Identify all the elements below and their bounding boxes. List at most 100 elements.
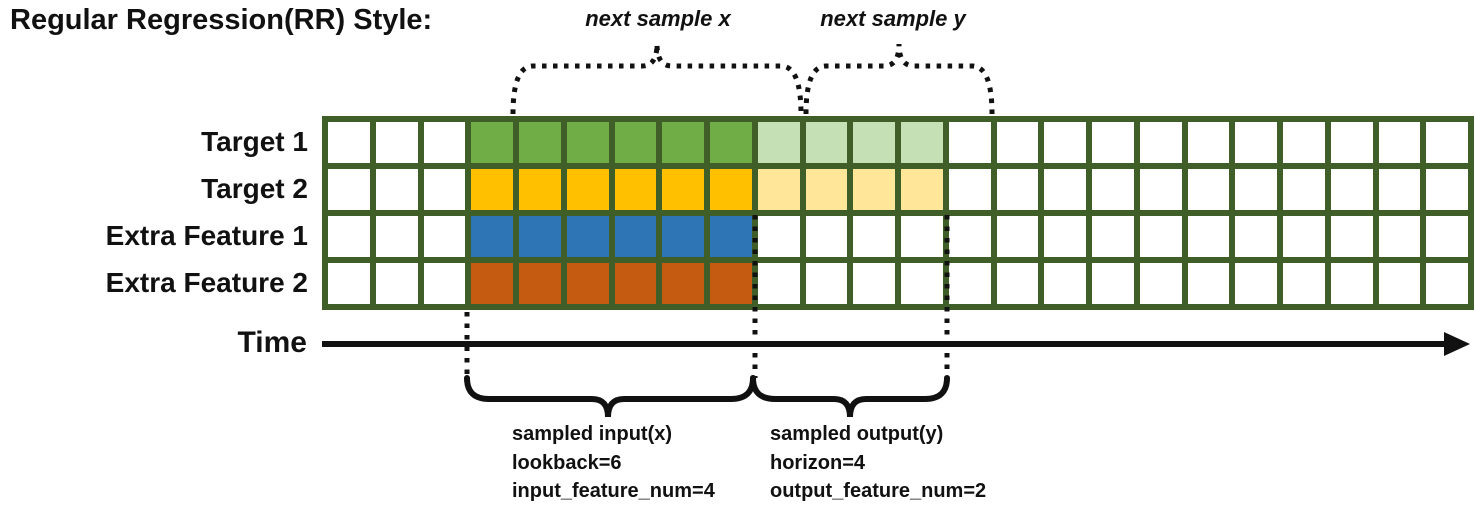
grid-cell-r2-c1 (375, 216, 418, 257)
output-feature-num: output_feature_num=2 (770, 480, 987, 502)
grid-cell-r0-c2 (423, 122, 466, 163)
grid-cell-r3-c21 (1330, 263, 1373, 304)
grid-cell-r2-c11 (853, 216, 895, 257)
grid-cell-r3-c12 (901, 263, 943, 304)
grid-cell-r1-c14 (996, 169, 1039, 210)
sampled-output-brace (750, 375, 950, 418)
grid-cell-r1-c11 (853, 169, 895, 210)
grid-cell-r1-c9 (757, 169, 800, 210)
row-label-target-2: Target 2 (201, 173, 308, 204)
grid-cell-r1-c2 (423, 169, 466, 210)
grid-cell-r0-c7 (662, 122, 704, 163)
grid-cell-r2-c17 (1139, 216, 1182, 257)
grid-cell-r1-c19 (1235, 169, 1277, 210)
grid-cell-r2-c9 (757, 216, 800, 257)
sampled-input-caption: sampled input(x) lookback=6 input_featur… (512, 420, 715, 506)
grid-cell-r2-c23 (1426, 216, 1468, 257)
grid-cell-r1-c5 (566, 169, 609, 210)
grid-cell-r1-c21 (1330, 169, 1373, 210)
time-axis-arrowhead (1444, 332, 1470, 356)
grid-cell-r1-c4 (519, 169, 561, 210)
grid-cell-r0-c11 (853, 122, 895, 163)
sampled-output-caption: sampled output(y) horizon=4 output_featu… (770, 420, 986, 506)
time-axis-label: Time (237, 326, 307, 359)
grid-cell-r3-c10 (805, 263, 848, 304)
grid-cell-r0-c8 (710, 122, 752, 163)
grid-cell-r3-c9 (757, 263, 800, 304)
grid-cell-r3-c5 (566, 263, 609, 304)
grid-cell-r2-c2 (423, 216, 466, 257)
grid-cell-r2-c5 (566, 216, 609, 257)
grid-cell-r3-c22 (1378, 263, 1421, 304)
grid-cell-r2-c14 (996, 216, 1039, 257)
grid-cell-r0-c15 (1044, 122, 1086, 163)
timeline-grid (322, 116, 1474, 310)
grid-cell-r1-c22 (1378, 169, 1421, 210)
grid-cell-r2-c18 (1187, 216, 1230, 257)
grid-cell-r2-c3 (471, 216, 513, 257)
grid-cell-r0-c13 (948, 122, 991, 163)
grid-cell-r1-c13 (948, 169, 991, 210)
grid-cell-r3-c16 (1092, 263, 1134, 304)
grid-cell-r3-c8 (710, 263, 752, 304)
grid-cell-r1-c17 (1139, 169, 1182, 210)
lookback-value: lookback=6 (512, 451, 622, 474)
grid-cell-r2-c12 (901, 216, 943, 257)
grid-cell-r1-c0 (328, 169, 370, 210)
grid-cell-r0-c6 (614, 122, 657, 163)
grid-cell-r0-c16 (1092, 122, 1134, 163)
grid-cell-r3-c18 (1187, 263, 1230, 304)
grid-cell-r0-c9 (757, 122, 800, 163)
grid-cell-r3-c14 (996, 263, 1039, 304)
grid-cell-r2-c0 (328, 216, 370, 257)
grid-cell-r0-c14 (996, 122, 1039, 163)
sampled-output-title: sampled output(y) (770, 423, 944, 445)
grid-cell-r3-c20 (1283, 263, 1325, 304)
grid-cell-r0-c12 (901, 122, 943, 163)
grid-cell-r3-c23 (1426, 263, 1468, 304)
grid-cell-r3-c2 (423, 263, 466, 304)
grid-cell-r1-c3 (471, 169, 513, 210)
diagram-title: Regular Regression(RR) Style: (10, 4, 433, 36)
grid-cell-r0-c18 (1187, 122, 1230, 163)
grid-cell-r3-c13 (948, 263, 991, 304)
grid-cell-r0-c3 (471, 122, 513, 163)
grid-cell-r2-c6 (614, 216, 657, 257)
grid-cell-r2-c7 (662, 216, 704, 257)
next-sample-x-brace (510, 43, 804, 115)
next-sample-x-label: next sample x (585, 6, 731, 31)
grid-cell-r2-c13 (948, 216, 991, 257)
grid-cell-r3-c11 (853, 263, 895, 304)
grid-cell-r3-c1 (375, 263, 418, 304)
grid-cell-r1-c23 (1426, 169, 1468, 210)
grid-cell-r3-c7 (662, 263, 704, 304)
grid-cell-r1-c18 (1187, 169, 1230, 210)
input-feature-num: input_feature_num=4 (512, 480, 715, 502)
grid-cell-r0-c21 (1330, 122, 1373, 163)
grid-cell-r3-c3 (471, 263, 513, 304)
grid-cell-r3-c4 (519, 263, 561, 304)
sampled-input-brace (464, 375, 756, 418)
grid-cell-r1-c12 (901, 169, 943, 210)
grid-cell-r3-c15 (1044, 263, 1086, 304)
grid-cell-r2-c8 (710, 216, 752, 257)
sampled-input-title: sampled input(x) (512, 423, 673, 445)
row-label-target-1: Target 1 (201, 126, 308, 157)
row-label-extra-feature-1: Extra Feature 1 (105, 220, 308, 251)
row-label-extra-feature-2: Extra Feature 2 (105, 267, 308, 298)
grid-cell-r2-c19 (1235, 216, 1277, 257)
grid-cell-r2-c21 (1330, 216, 1373, 257)
next-sample-y-label: next sample y (820, 6, 966, 31)
grid-cell-r1-c15 (1044, 169, 1086, 210)
grid-cell-r2-c4 (519, 216, 561, 257)
grid-cell-r1-c8 (710, 169, 752, 210)
grid-cell-r1-c20 (1283, 169, 1325, 210)
grid-cell-r0-c10 (805, 122, 848, 163)
grid-cell-r2-c20 (1283, 216, 1325, 257)
grid-cell-r1-c16 (1092, 169, 1134, 210)
grid-cell-r3-c17 (1139, 263, 1182, 304)
grid-cell-r2-c15 (1044, 216, 1086, 257)
grid-cell-r3-c19 (1235, 263, 1277, 304)
grid-cell-r2-c16 (1092, 216, 1134, 257)
